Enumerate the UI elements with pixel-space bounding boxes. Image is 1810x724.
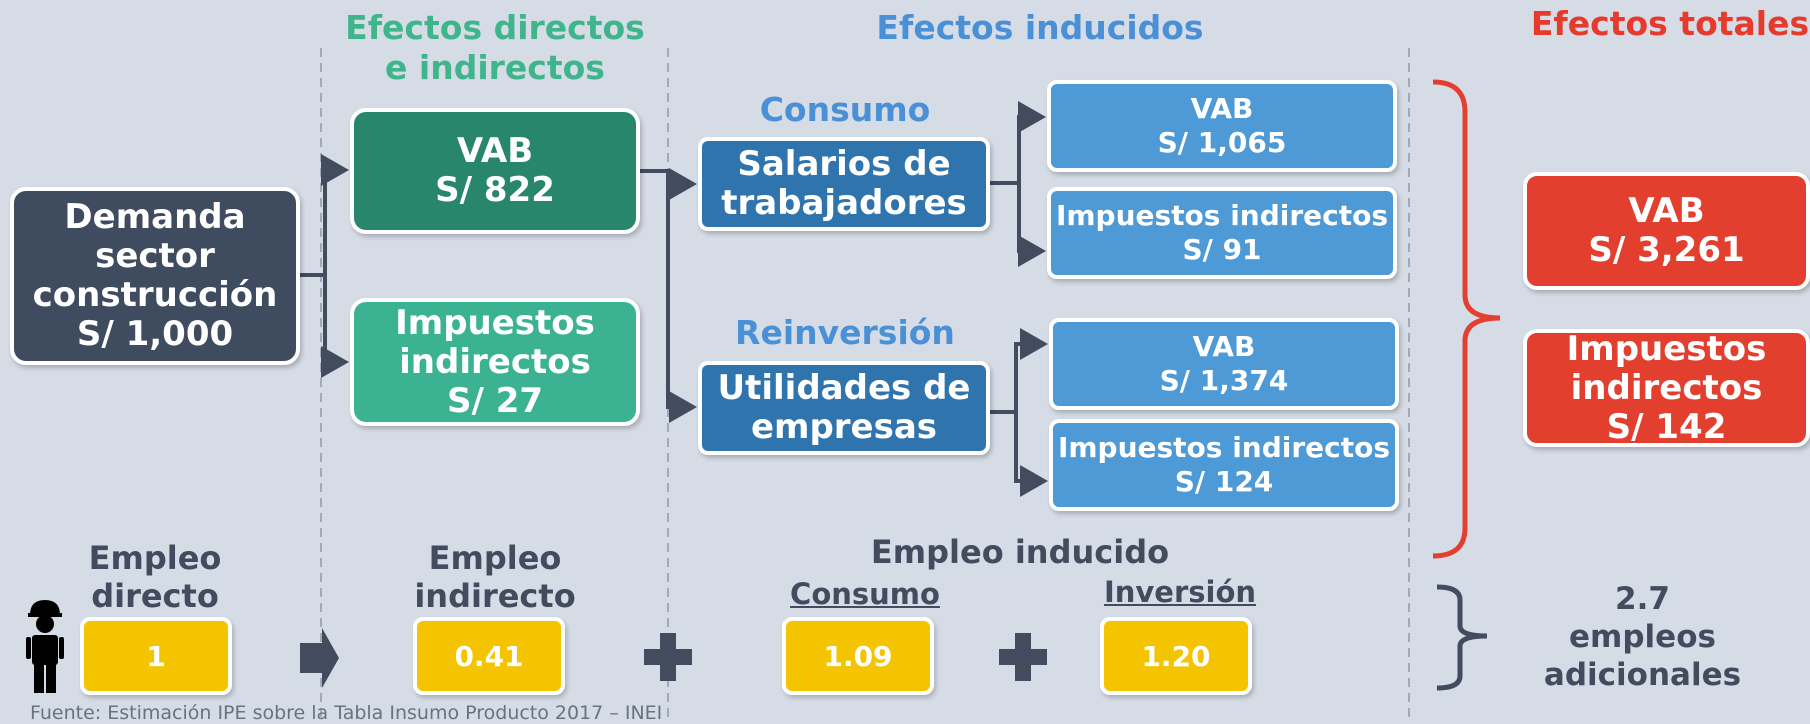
- empleo-total-line2: empleos: [1569, 619, 1716, 655]
- reinv-taxes-label: Impuestos indirectos: [1057, 431, 1391, 464]
- reinv-vab-value: S/ 1,374: [1159, 364, 1289, 397]
- consumo-vab-value: S/ 1,065: [1157, 126, 1287, 159]
- direct-taxes-box: Impuestos indirectos S/ 27: [350, 298, 640, 426]
- totals-vab-label: VAB: [1628, 191, 1705, 231]
- empleo-indirecto-value-box: 0.41: [413, 617, 565, 695]
- empleo-inversion-value-box: 1.20: [1100, 617, 1252, 695]
- utilidades-line2: empresas: [750, 407, 938, 447]
- plus-icon-1: [644, 633, 692, 681]
- demand-box: Demanda sector construcción S/ 1,000: [10, 187, 300, 365]
- utilidades-line1: Utilidades de: [717, 368, 971, 408]
- header-direct-indirect: Efectos directos e indirectos: [340, 8, 650, 88]
- consumo-taxes-label: Impuestos indirectos: [1055, 199, 1389, 232]
- consumo-vab-box: VAB S/ 1,065: [1047, 80, 1397, 172]
- empleo-inducido-label: Empleo inducido: [870, 533, 1170, 571]
- plus-icon-2: [999, 633, 1047, 681]
- demand-line2: sector: [95, 236, 215, 276]
- direct-taxes-line1: Impuestos: [395, 302, 595, 343]
- empleo-consumo-label: Consumo: [790, 577, 940, 611]
- reinv-vab-box: VAB S/ 1,374: [1049, 318, 1399, 410]
- reinv-taxes-value: S/ 124: [1174, 465, 1274, 498]
- direct-vab-box: VAB S/ 822: [350, 108, 640, 234]
- totals-taxes-line2: indirectos: [1570, 367, 1763, 408]
- consumo-taxes-box: Impuestos indirectos S/ 91: [1047, 187, 1397, 279]
- worker-icon: [26, 600, 64, 693]
- demand-value: S/ 1,000: [76, 314, 234, 354]
- totals-taxes-value: S/ 142: [1606, 406, 1727, 447]
- header-induced: Efectos inducidos: [876, 8, 1204, 47]
- consumo-vab-label: VAB: [1190, 92, 1254, 125]
- totals-taxes-box: Impuestos indirectos S/ 142: [1523, 329, 1810, 447]
- empleo-total-value: 2.7: [1615, 581, 1670, 617]
- arrow-right-icon: [300, 628, 339, 688]
- empleo-total-line3: adicionales: [1543, 657, 1742, 693]
- consumo-taxes-value: S/ 91: [1182, 233, 1262, 266]
- direct-taxes-value: S/ 27: [446, 380, 544, 421]
- totals-brace: [1432, 79, 1501, 559]
- direct-vab-label: VAB: [456, 131, 534, 171]
- totals-taxes-line1: Impuestos: [1566, 328, 1767, 369]
- demand-line1: Demanda: [64, 197, 246, 237]
- employment-brace: [1436, 584, 1488, 691]
- reinversion-label: Reinversión: [735, 313, 955, 352]
- demand-line3: construcción: [32, 275, 278, 315]
- totals-vab-value: S/ 3,261: [1588, 230, 1745, 270]
- reinv-taxes-box: Impuestos indirectos S/ 124: [1049, 419, 1399, 511]
- source-footnote: Fuente: Estimación IPE sobre la Tabla In…: [30, 702, 663, 724]
- empleo-directo-label: Empleo directo: [88, 539, 222, 615]
- empleo-total: 2.7 empleos adicionales: [1520, 580, 1765, 694]
- empleo-indirecto-label: Empleo indirecto: [414, 539, 576, 615]
- salarios-box: Salarios de trabajadores: [698, 137, 990, 231]
- consumo-label: Consumo: [759, 90, 931, 129]
- header-direct-indirect-line2: e indirectos: [385, 48, 605, 87]
- salarios-line1: Salarios de: [737, 144, 951, 184]
- direct-vab-value: S/ 822: [435, 170, 555, 210]
- empleo-inversion-label: Inversión: [1103, 575, 1257, 609]
- reinv-vab-label: VAB: [1192, 330, 1256, 363]
- header-direct-indirect-line1: Efectos directos: [345, 8, 645, 47]
- header-totals: Efectos totales: [1530, 4, 1810, 43]
- direct-taxes-line2: indirectos: [399, 341, 591, 382]
- empleo-consumo-value-box: 1.09: [782, 617, 934, 695]
- empleo-directo-value-box: 1: [80, 617, 232, 695]
- salarios-line2: trabajadores: [721, 183, 967, 223]
- utilidades-box: Utilidades de empresas: [698, 361, 990, 455]
- totals-vab-box: VAB S/ 3,261: [1523, 172, 1810, 290]
